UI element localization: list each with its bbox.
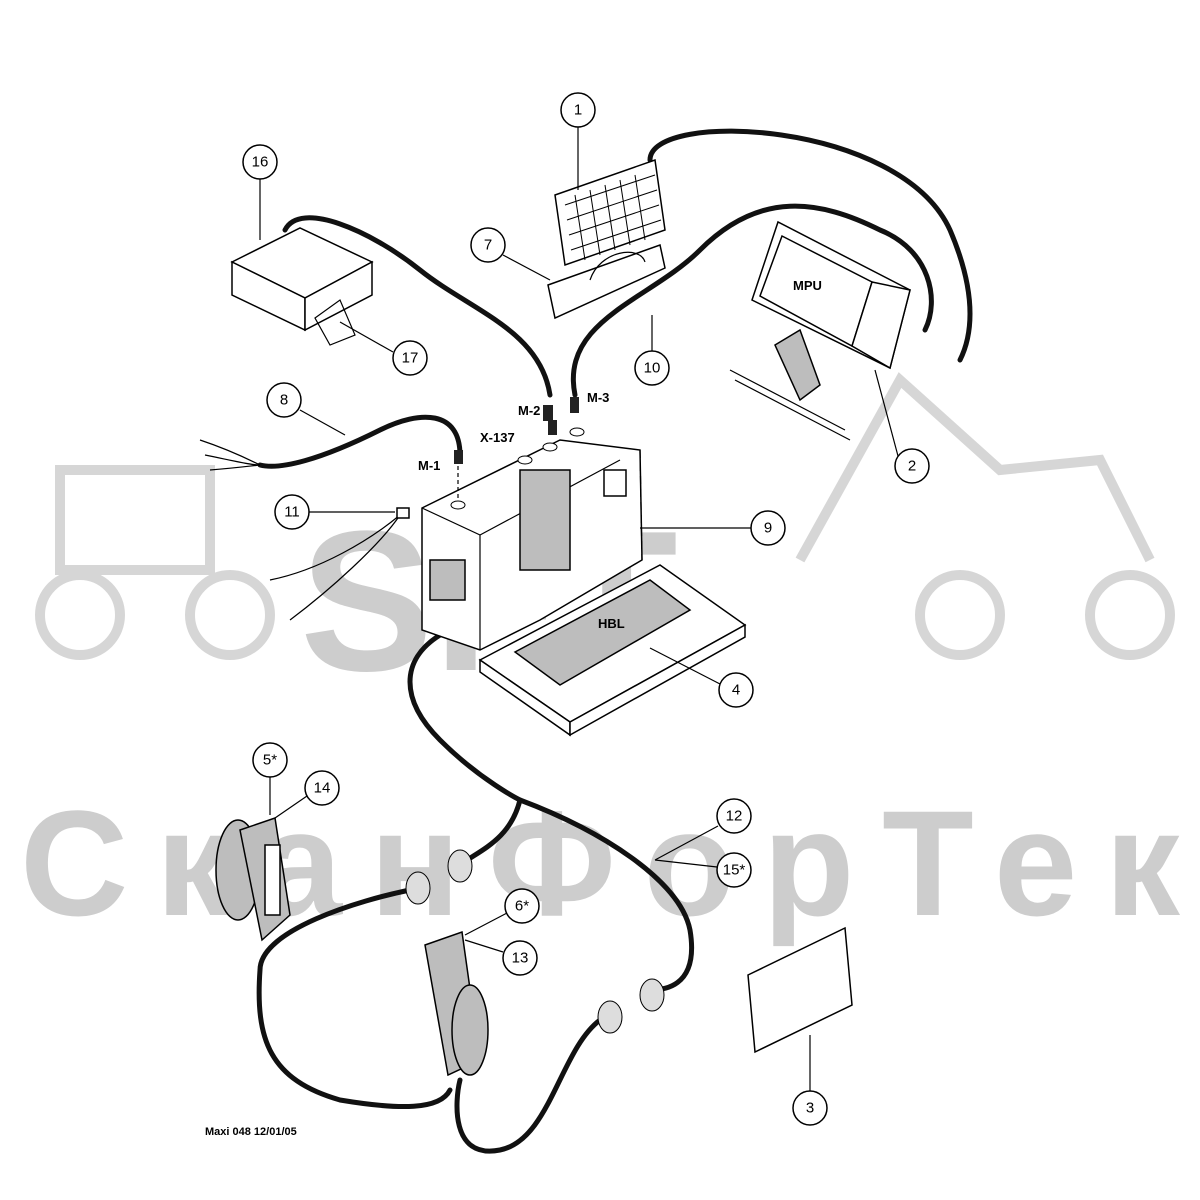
svg-text:12: 12 [726, 808, 743, 825]
callout-2: 2 [894, 448, 930, 484]
callout-10: 10 [634, 350, 670, 386]
svg-text:10: 10 [644, 360, 661, 377]
callout-16: 16 [242, 144, 278, 180]
svg-text:1: 1 [574, 102, 582, 119]
svg-text:11: 11 [284, 504, 300, 521]
hbl-label: HBL [598, 616, 625, 631]
svg-text:7: 7 [484, 237, 492, 254]
callout-3: 3 [792, 1090, 828, 1126]
callout-8: 8 [266, 382, 302, 418]
connector-m2-label: M-2 [518, 403, 540, 418]
watermark-text: СканФорТек [20, 779, 1181, 947]
small-connector [396, 507, 410, 519]
keypad-panel [547, 158, 666, 320]
callout-17: 17 [392, 340, 428, 376]
connector-m3-label: M-3 [587, 390, 609, 405]
connector-x137-label: X-137 [480, 430, 515, 445]
callout-11: 11 [274, 494, 310, 530]
callout-12: 12 [716, 798, 752, 834]
svg-text:8: 8 [280, 392, 288, 409]
svg-text:14: 14 [314, 780, 331, 797]
control-box: M-1 M-2 M-3 X-137 [418, 390, 643, 651]
callout-15: 15* [716, 852, 752, 888]
callout-1: 1 [560, 92, 596, 128]
leader-lines [259, 127, 899, 1091]
svg-text:13: 13 [512, 950, 529, 967]
callout-5: 5* [252, 742, 288, 778]
svg-text:17: 17 [402, 350, 419, 367]
printer-unit [230, 227, 374, 346]
hbl-module-tray: HBL [478, 564, 747, 737]
svg-text:6*: 6* [515, 898, 529, 915]
mpu-display: MPU [729, 220, 911, 441]
callout-6: 6* [504, 888, 540, 924]
svg-text:15*: 15* [723, 862, 746, 879]
svg-text:9: 9 [764, 520, 772, 537]
handset-14 [215, 816, 291, 942]
connector-m1-label: M-1 [418, 458, 440, 473]
manual-card [747, 926, 853, 1054]
connector-plugs [405, 849, 665, 1034]
loose-wires [199, 439, 401, 621]
svg-text:4: 4 [732, 682, 740, 699]
mpu-label: MPU [793, 278, 822, 293]
callout-4: 4 [718, 672, 754, 708]
svg-text:2: 2 [908, 458, 916, 475]
callout-14: 14 [304, 770, 340, 806]
svg-text:3: 3 [806, 1100, 814, 1117]
callout-13: 13 [502, 940, 538, 976]
cables [256, 128, 973, 1154]
handset-13 [424, 930, 489, 1077]
svg-text:5*: 5* [263, 752, 277, 769]
callout-9: 9 [750, 510, 786, 546]
footer-code: Maxi 048 12/01/05 [205, 1126, 297, 1138]
callout-7: 7 [470, 227, 506, 263]
svg-text:16: 16 [252, 154, 269, 171]
